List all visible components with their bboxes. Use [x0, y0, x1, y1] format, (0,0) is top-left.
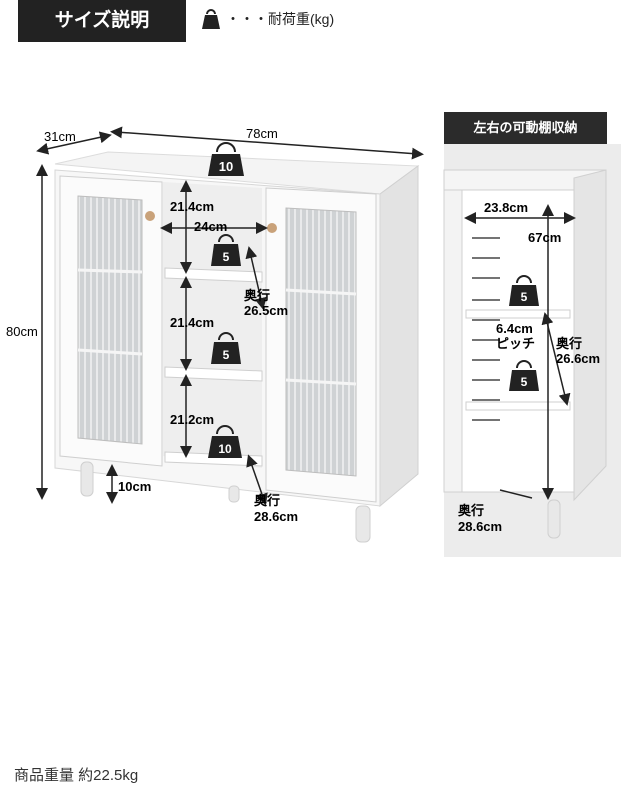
side-dim-inner-height: 67cm [528, 230, 561, 245]
leg-back [228, 485, 240, 503]
load-badge-bottom: 10 [208, 425, 242, 458]
dim-width-top: 78cm [246, 126, 278, 141]
dim-bottom-depth-l1: 奥行 [254, 493, 280, 508]
dim-bottom-depth-l2: 28.6cm [254, 509, 298, 524]
svg-text:5: 5 [223, 348, 230, 362]
right-knob [267, 223, 277, 233]
side-leg [547, 499, 561, 539]
side-dim-inner-width: 23.8cm [484, 200, 528, 215]
svg-text:10: 10 [219, 159, 233, 174]
legend-label: ・・・耐荷重(kg) [226, 11, 335, 27]
side-dim-depth-l2: 26.6cm [556, 351, 600, 366]
right-door [265, 187, 377, 503]
side-dim-pitch-l1: 6.4cm [496, 321, 533, 336]
svg-text:10: 10 [218, 442, 232, 456]
dim-shelf-gap-3: 21.2cm [170, 412, 214, 427]
left-door [59, 175, 163, 467]
dim-inner-depth: 奥行 26.5cm [244, 288, 288, 318]
load-badge-shelf-1: 5 [211, 234, 241, 266]
side-dim-depth-l1: 奥行 [556, 336, 582, 351]
load-badge-top: 10 [208, 142, 244, 176]
dim-depth-top: 31cm [44, 129, 76, 144]
dim-shelf-gap-2: 21.4cm [170, 315, 214, 330]
side-panel-title: 左右の可動棚収納 [444, 112, 607, 144]
leg-front-left [80, 461, 94, 497]
dim-bottom-depth: 奥行 28.6cm [254, 493, 298, 524]
side-dim-pitch-l2: ピッチ [496, 336, 535, 351]
page-title: サイズ説明 [18, 0, 186, 42]
svg-text:5: 5 [521, 375, 528, 389]
svg-text:5: 5 [521, 290, 528, 304]
load-legend: ・・・耐荷重(kg) [200, 8, 334, 30]
weight-icon [202, 9, 220, 29]
left-knob [145, 211, 155, 221]
dim-inner-width: 24cm [194, 219, 227, 234]
dim-inner-depth-l1: 奥行 [244, 288, 270, 303]
side-dim-bottom-depth-l2: 28.6cm [458, 519, 502, 534]
side-dim-bottom-depth: 奥行 28.6cm [458, 503, 502, 534]
side-load-badge-2: 5 [509, 360, 539, 391]
load-badge-shelf-2: 5 [211, 332, 241, 364]
svg-text:5: 5 [223, 250, 230, 264]
dim-inner-depth-l2: 26.5cm [244, 303, 288, 318]
product-weight: 商品重量 約22.5kg [14, 767, 139, 784]
side-dim-pitch: 6.4cm ピッチ [496, 321, 537, 351]
dim-leg-height: 10cm [118, 479, 151, 494]
side-dim-bottom-depth-l1: 奥行 [458, 503, 484, 518]
dim-height-total: 80cm [6, 324, 38, 339]
leg-front-right [355, 505, 371, 543]
side-load-badge-1: 5 [509, 275, 539, 306]
side-dim-depth: 奥行 26.6cm [556, 336, 600, 366]
dim-shelf-gap-1: 21.4cm [170, 199, 214, 214]
